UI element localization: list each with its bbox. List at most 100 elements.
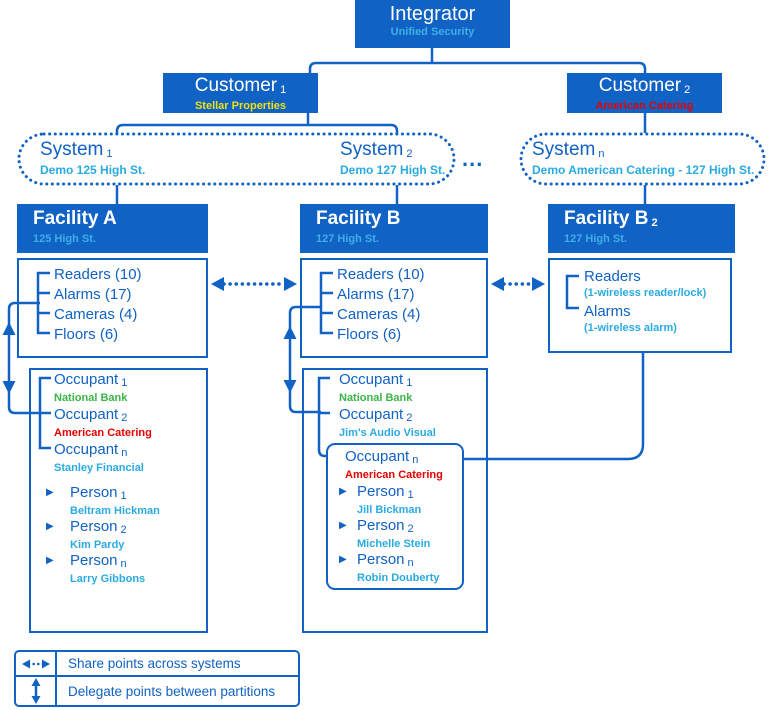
occupant-word: Occupant (54, 441, 119, 458)
occupant-name: American Catering (54, 427, 152, 439)
customer-1-name: Stellar Properties (194, 100, 287, 112)
legend-delegate-text: Delegate points between partitions (68, 683, 276, 699)
facility-b2-subscript: 2 (651, 217, 658, 229)
customer-2-label: Customer (598, 75, 682, 96)
point-item: Readers (10) (337, 266, 425, 283)
occupant-word: Occupant (54, 406, 119, 423)
customer-1-subscript: 1 (280, 84, 287, 96)
point-item: Readers (10) (54, 266, 142, 283)
person-word: Person (70, 518, 118, 535)
person-word: Person (357, 483, 405, 500)
facility-a-label: Facility A (33, 208, 117, 229)
system-1-subscript: 1 (106, 148, 113, 160)
point-label: Alarms (584, 303, 631, 320)
customer-1-label: Customer (194, 75, 278, 96)
legend-row-delegate: Delegate points between partitions (16, 677, 298, 705)
integrator-node: Integrator Unified Security (355, 0, 510, 48)
person-subscript: 2 (407, 523, 414, 535)
systems-ellipsis: ... (462, 146, 484, 171)
occupant-subscript: 1 (406, 377, 413, 389)
occupant-subscript: 1 (121, 377, 128, 389)
facility-b2-address: 127 High St. (564, 233, 627, 245)
person-word: Person (357, 551, 405, 568)
point-item: Alarms (17) (337, 286, 415, 303)
person-subscript: 1 (120, 490, 127, 502)
occupant-word: Occupant (345, 448, 410, 465)
occupant-word: Occupant (339, 371, 404, 388)
person-bullet-icon: ▶ (46, 521, 54, 532)
systems-trunk-line (115, 123, 399, 133)
person-bullet-icon: ▶ (339, 486, 347, 497)
point-detail: Readers (1-wireless reader/lock) (584, 268, 730, 301)
facility-b-label: Facility B (316, 208, 401, 229)
delegate-arrowheads-a (2, 322, 16, 394)
system-n-name: Demo American Catering - 127 High St. (532, 163, 755, 177)
facility-b-title: Facility B (316, 207, 488, 233)
occupant-subscript: 2 (121, 412, 128, 424)
point-item: Floors (6) (337, 326, 402, 343)
integrator-title: Integrator (389, 3, 476, 25)
person-name: Beltram Hickman (70, 505, 160, 517)
facility-a-title: Facility A (33, 207, 208, 233)
system-2-name: Demo 127 High St. (340, 163, 446, 177)
person-word: Person (70, 552, 118, 569)
person-name: Robin Douberty (357, 572, 440, 584)
facility-b-address: 127 High St. (316, 233, 379, 245)
person-subscript: 2 (120, 524, 127, 536)
occupant-subscript: 2 (406, 412, 413, 424)
delegate-arrow-icon (16, 677, 57, 705)
person-bullet-icon: ▶ (46, 487, 54, 498)
delegate-arrowheads-b (283, 326, 297, 393)
facility-b2-label: Facility B (564, 208, 649, 229)
point-item: Alarms (17) (54, 286, 132, 303)
occupant-word: Occupant (339, 406, 404, 423)
system-1-label: System (40, 139, 104, 160)
share-arrow-a-b (211, 277, 297, 291)
facility-b-points-box: Readers (10) Alarms (17) Cameras (4) Flo… (300, 258, 488, 358)
occupant-subscript: n (412, 454, 419, 466)
system-n-label: System (532, 139, 596, 160)
system-1-name: Demo 125 High St. (40, 163, 146, 177)
facility-b-header: Facility B 127 High St. (300, 204, 488, 253)
point-detail: Alarms (1-wireless alarm) (584, 303, 730, 336)
person-bullet-icon: ▶ (339, 554, 347, 565)
person-subscript: n (407, 557, 414, 569)
person-word: Person (70, 484, 118, 501)
facility-a-header: Facility A 125 High St. (17, 204, 208, 253)
occupant-name: Stanley Financial (54, 462, 144, 474)
point-item: Cameras (4) (54, 306, 138, 323)
facility-a-address: 125 High St. (33, 233, 96, 245)
person-subscript: n (120, 558, 127, 570)
occupant-subscript: n (121, 447, 128, 459)
